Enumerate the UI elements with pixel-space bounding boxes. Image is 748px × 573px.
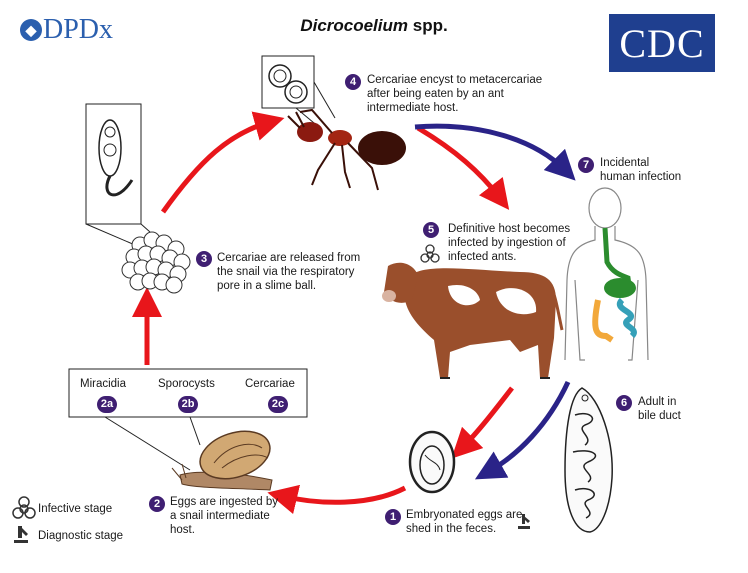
human-image — [564, 187, 649, 361]
stage-sporocysts-label: Sporocysts — [158, 378, 215, 390]
step-1-caption: Embryonated eggs are shed in the feces. — [406, 509, 523, 535]
step-6-caption: Adult in bile duct — [638, 396, 681, 422]
legend-diagnostic-label: Diagnostic stage — [38, 530, 124, 542]
step-1-badge: 1 — [385, 509, 401, 525]
stage-2a-badge: 2a — [97, 396, 117, 413]
stage-2c-badge: 2c — [268, 396, 288, 413]
arrow-cow-to-egg — [451, 386, 514, 459]
page-title: Dicrocoelium spp. — [0, 16, 748, 36]
microscope-icon — [518, 514, 530, 529]
step-6-badge: 6 — [616, 395, 632, 411]
step-3-caption: Cercariae are released from the snail vi… — [217, 252, 361, 292]
step-7-badge: 7 — [578, 157, 594, 173]
cow-image — [382, 262, 564, 379]
snail-image — [171, 430, 273, 491]
egg-image — [408, 430, 456, 494]
cdc-logo-text: CDC — [619, 20, 705, 66]
slime-ball-image — [121, 231, 191, 294]
arrow-human-to-egg — [474, 380, 571, 480]
arrow-ant-to-human — [414, 123, 576, 181]
stage-miracidia-label: Miracidia — [80, 378, 127, 390]
step-3-badge: 3 — [196, 251, 212, 267]
dpdx-logo: ◆ DPDx — [20, 14, 113, 46]
title-suffix: spp. — [408, 16, 448, 35]
biohazard-icon — [12, 496, 36, 519]
step-2-badge: 2 — [149, 496, 165, 512]
stage-cercariae-label: Cercariae — [245, 378, 295, 390]
adult-fluke-image — [564, 387, 613, 533]
microscope-icon — [14, 526, 28, 543]
step-4-caption: Cercariae encyst to metacercariae after … — [367, 74, 543, 114]
dpdx-logo-text: DPDx — [43, 14, 114, 45]
arrow-ant-to-cow — [416, 125, 510, 210]
step-5-caption: Definitive host becomes infected by inge… — [448, 223, 571, 263]
dpdx-logo-circle: ◆ — [20, 19, 42, 41]
ant-image — [287, 108, 406, 191]
title-genus: Dicrocoelium — [300, 16, 409, 35]
step-4-badge: 4 — [345, 74, 361, 90]
arrow-egg-to-snail — [267, 484, 407, 515]
step-2-caption: Eggs are ingested by a snail intermediat… — [170, 496, 279, 536]
arrow-slimeball-to-ant — [160, 111, 285, 214]
biohazard-icon — [420, 244, 440, 263]
step-5-badge: 5 — [423, 222, 439, 238]
stage-2b-badge: 2b — [178, 396, 198, 413]
cdc-logo: CDC — [609, 14, 715, 72]
step-7-caption: Incidental human infection — [600, 157, 682, 183]
legend-infective-label: Infective stage — [38, 503, 113, 515]
